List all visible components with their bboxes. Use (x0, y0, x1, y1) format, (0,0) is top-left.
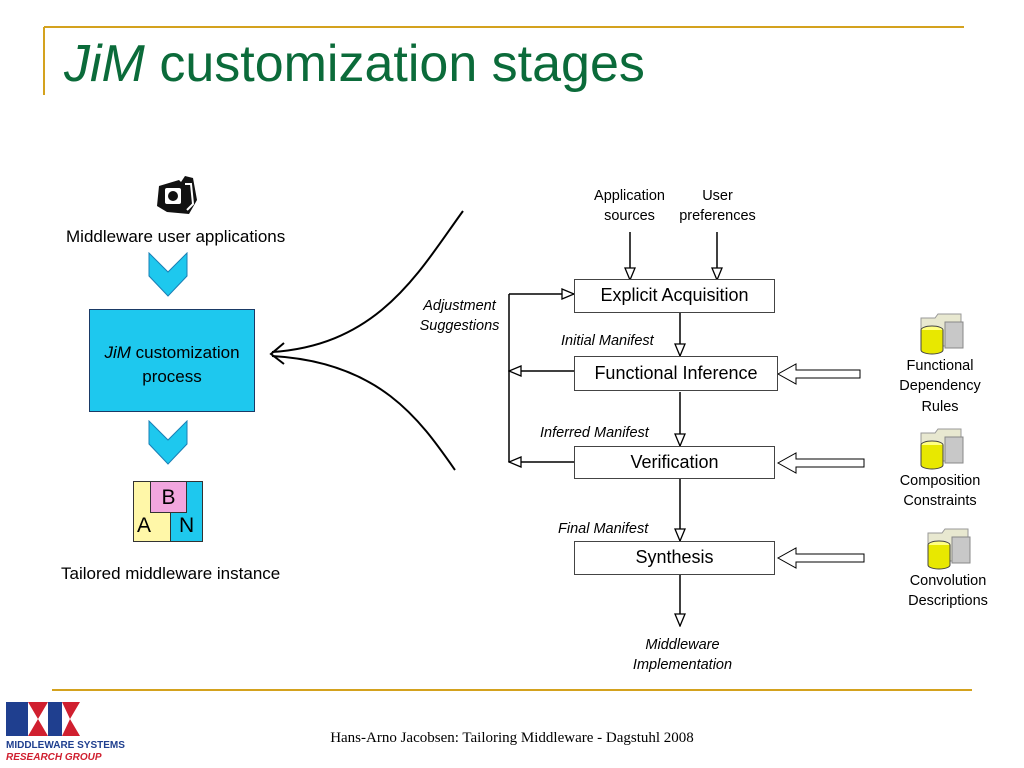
input-app-sources-line2: sources (604, 208, 655, 225)
resource-3-line1: Convolution (909, 573, 987, 589)
instance-label: Tailored middleware instance (61, 564, 281, 583)
curve-arrowhead (269, 342, 285, 365)
final-manifest-label: Final Manifest (558, 521, 649, 537)
resource-1-line3: Rules (921, 398, 959, 415)
initial-manifest-label: Initial Manifest (561, 333, 654, 349)
adjust-line1: Adjustment (423, 298, 496, 314)
resource-1-line2: Dependency (899, 378, 981, 395)
process-rest: customization (130, 343, 240, 362)
logo-mark-icon (6, 702, 80, 736)
tile-a: A (137, 514, 152, 537)
database-icon (927, 528, 971, 570)
lower-curve (271, 355, 456, 471)
input-user-prefs-line1: User (702, 188, 733, 204)
input-user-prefs: User preferences (670, 186, 765, 227)
input-app-sources: Application sources (582, 186, 677, 227)
stage-explicit-acquisition: Explicit Acquisition (574, 279, 775, 313)
stage-verification: Verification (574, 446, 775, 479)
output-line1: Middleware (645, 637, 720, 653)
logo-line1: MIDDLEWARE SYSTEMS (6, 740, 125, 751)
constraints-input-arrow (776, 452, 865, 474)
user-applications-icon (157, 176, 197, 214)
resource-1-line1: Functional (906, 358, 974, 374)
process-line2: process (142, 366, 202, 386)
database-icon (920, 428, 964, 470)
msrg-logo: MIDDLEWARE SYSTEMS RESEARCH GROUP (4, 698, 164, 766)
resource-2-line2: Constraints (903, 493, 977, 510)
upper-curve (271, 210, 464, 353)
inferred-manifest-label: Inferred Manifest (540, 425, 649, 441)
middleware-implementation-label: Middleware Implementation (620, 635, 745, 676)
slide-title: JiM customization stages (64, 38, 645, 90)
slide-footer: Hans-Arno Jacobsen: Tailoring Middleware… (330, 730, 694, 746)
chevron-down-icon (148, 252, 188, 297)
resource-functional-dependency-rules: Functional Dependency Rules (885, 356, 995, 417)
input-app-sources-line1: Application (594, 188, 665, 204)
tailored-instance-graphic: B A N (133, 481, 203, 542)
tile-n: N (179, 514, 195, 537)
resource-convolution-descriptions: Convolution Descriptions (893, 571, 1003, 612)
process-italic: JiM (104, 343, 131, 362)
apps-label: Middleware user applications (66, 227, 286, 246)
rules-input-arrow (776, 363, 861, 385)
database-icon (920, 313, 964, 355)
title-italic: JiM (64, 35, 145, 93)
stage-functional-inference: Functional Inference (574, 356, 778, 391)
adjust-line2: Suggestions (419, 318, 500, 335)
stage-synthesis: Synthesis (574, 541, 775, 575)
descriptions-input-arrow (776, 547, 865, 569)
chevron-down-icon (148, 420, 188, 465)
title-rest: customization stages (144, 35, 645, 93)
output-line2: Implementation (632, 657, 733, 674)
resource-2-line1: Composition (899, 473, 981, 489)
input-user-prefs-line2: preferences (679, 208, 756, 225)
resource-composition-constraints: Composition Constraints (885, 471, 995, 512)
tile-b: B (150, 481, 187, 513)
resource-3-line2: Descriptions (908, 593, 988, 610)
customization-process-box: JiM customization process (89, 309, 255, 412)
logo-line2: RESEARCH GROUP (6, 752, 102, 763)
adjustment-suggestions-label: Adjustment Suggestions (402, 296, 517, 337)
